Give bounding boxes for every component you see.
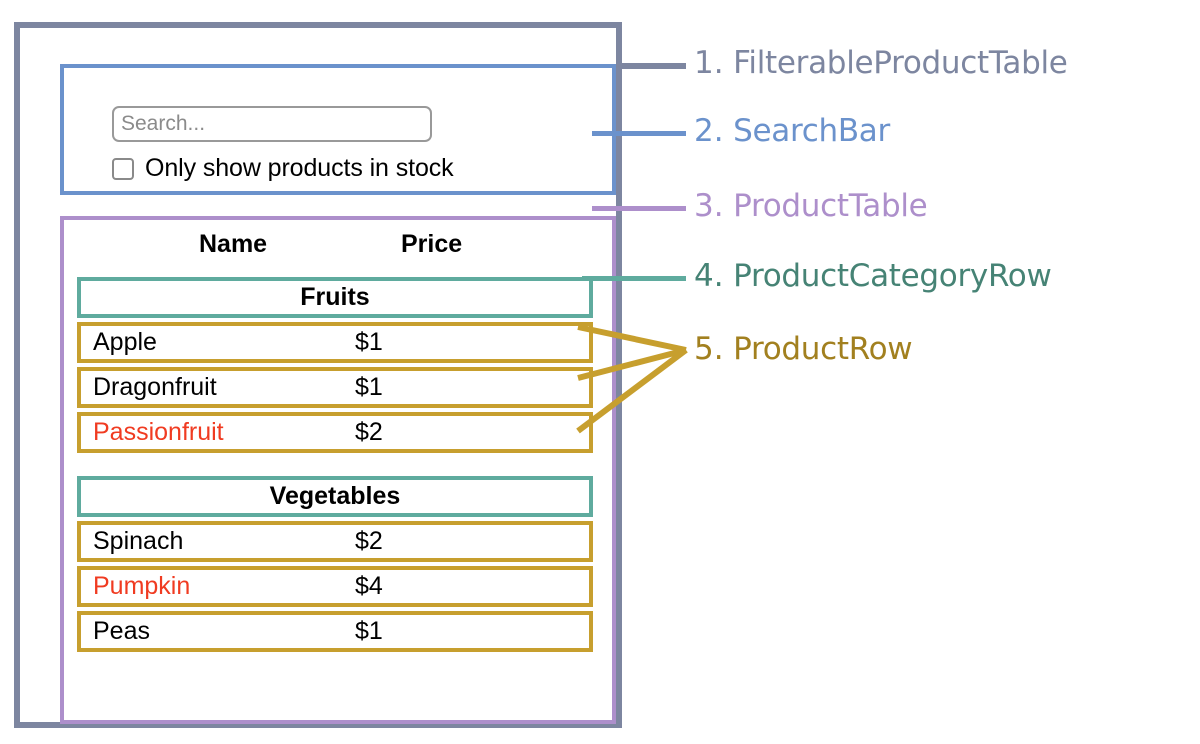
product-row[interactable]: Pumpkin $4 — [77, 566, 593, 607]
product-row[interactable]: Apple $1 — [77, 322, 593, 363]
product-category-row: Fruits — [77, 277, 593, 318]
annotation-text-4: ProductCategoryRow — [733, 258, 1052, 294]
annotation-text-5: ProductRow — [733, 331, 913, 367]
annotation-label-2: 2. SearchBar — [694, 113, 890, 149]
annotation-text-2: SearchBar — [733, 113, 890, 149]
product-category-row-label: Fruits — [300, 283, 370, 311]
annotation-label-4: 4. ProductCategoryRow — [694, 258, 1052, 294]
product-row-price: $1 — [355, 373, 383, 401]
product-row-price: $2 — [355, 527, 383, 555]
annotation-number-3: 3. — [694, 188, 724, 224]
leader-line-product-table — [592, 206, 686, 211]
leader-line-search-bar — [592, 131, 686, 136]
checkbox-icon[interactable] — [112, 157, 134, 180]
annotation-number-4: 4. — [694, 258, 724, 294]
annotation-text-3: ProductTable — [733, 188, 928, 224]
group-spacer — [77, 457, 593, 476]
annotation-text-1: FilterableProductTable — [733, 45, 1068, 81]
leader-line-product-category-row — [582, 276, 686, 281]
annotation-label-3: 3. ProductTable — [694, 188, 928, 224]
in-stock-filter-row[interactable]: Only show products in stock — [112, 154, 454, 183]
product-table-frame: Name Price Fruits Apple $1 Dragonfruit $… — [60, 216, 616, 724]
product-rows-container: Fruits Apple $1 Dragonfruit $1 Passionfr… — [77, 277, 593, 656]
product-category-row: Vegetables — [77, 476, 593, 517]
column-header-price: Price — [401, 230, 463, 258]
annotation-number-5: 5. — [694, 331, 724, 367]
product-row-name: Apple — [93, 328, 157, 356]
product-row-price: $1 — [355, 617, 383, 645]
product-row-name: Pumpkin — [93, 572, 191, 600]
search-input[interactable] — [112, 106, 432, 142]
product-category-row-label: Vegetables — [269, 482, 401, 510]
annotation-number-1: 1. — [694, 45, 724, 81]
product-row[interactable]: Dragonfruit $1 — [77, 367, 593, 408]
product-row[interactable]: Spinach $2 — [77, 521, 593, 562]
leader-line-filterable-product-table — [622, 63, 686, 69]
column-header-name: Name — [199, 230, 268, 258]
product-row-price: $2 — [355, 418, 383, 446]
product-row[interactable]: Passionfruit $2 — [77, 412, 593, 453]
product-row-name: Spinach — [93, 527, 184, 555]
product-row-name: Passionfruit — [93, 418, 224, 446]
filterable-product-table-frame: Only show products in stock Name Price F… — [14, 22, 622, 728]
annotation-label-5: 5. ProductRow — [694, 331, 913, 367]
product-row-name: Peas — [93, 617, 150, 645]
annotation-label-1: 1. FilterableProductTable — [694, 45, 1068, 81]
table-header-row: Name Price — [64, 230, 612, 270]
in-stock-checkbox-label: Only show products in stock — [145, 154, 454, 182]
product-row-name: Dragonfruit — [93, 373, 217, 401]
annotation-number-2: 2. — [694, 113, 724, 149]
search-bar-frame: Only show products in stock — [60, 64, 616, 195]
product-row[interactable]: Peas $1 — [77, 611, 593, 652]
product-row-price: $4 — [355, 572, 383, 600]
product-row-price: $1 — [355, 328, 383, 356]
